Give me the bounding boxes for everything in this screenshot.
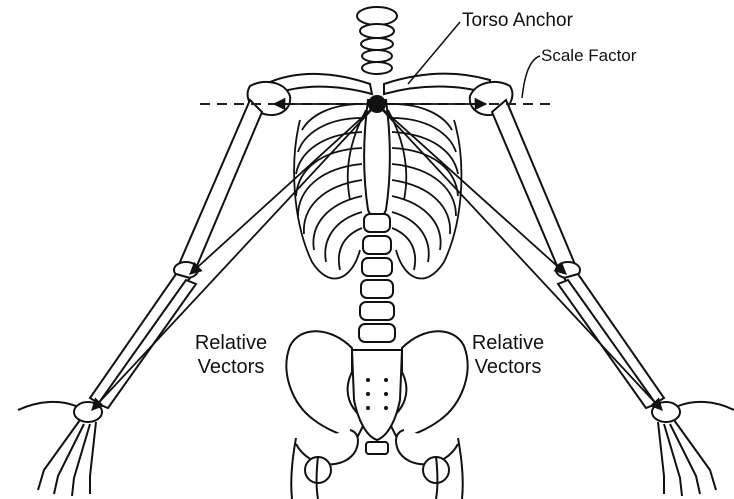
relative-vectors-right-line1: Relative bbox=[463, 331, 553, 355]
left-hand bbox=[18, 402, 102, 496]
relative-vectors-left-line2: Vectors bbox=[186, 355, 276, 379]
cervical-spine bbox=[357, 7, 397, 74]
scale-factor-leader bbox=[522, 56, 540, 98]
pelvis bbox=[286, 331, 467, 483]
torso-anchor-point bbox=[368, 95, 386, 113]
clavicles bbox=[270, 74, 490, 95]
relative-vectors-left-line1: Relative bbox=[186, 331, 276, 355]
lumbar-spine bbox=[359, 214, 395, 342]
torso-anchor-label: Torso Anchor bbox=[462, 11, 573, 30]
relative-vectors-right-line2: Vectors bbox=[463, 355, 553, 379]
relative-vectors-label-right: Relative Vectors bbox=[463, 331, 553, 379]
scale-factor-label: Scale Factor bbox=[541, 47, 636, 64]
right-hand bbox=[652, 402, 734, 496]
relative-vectors-label-left: Relative Vectors bbox=[186, 331, 276, 379]
sternum bbox=[364, 100, 390, 228]
